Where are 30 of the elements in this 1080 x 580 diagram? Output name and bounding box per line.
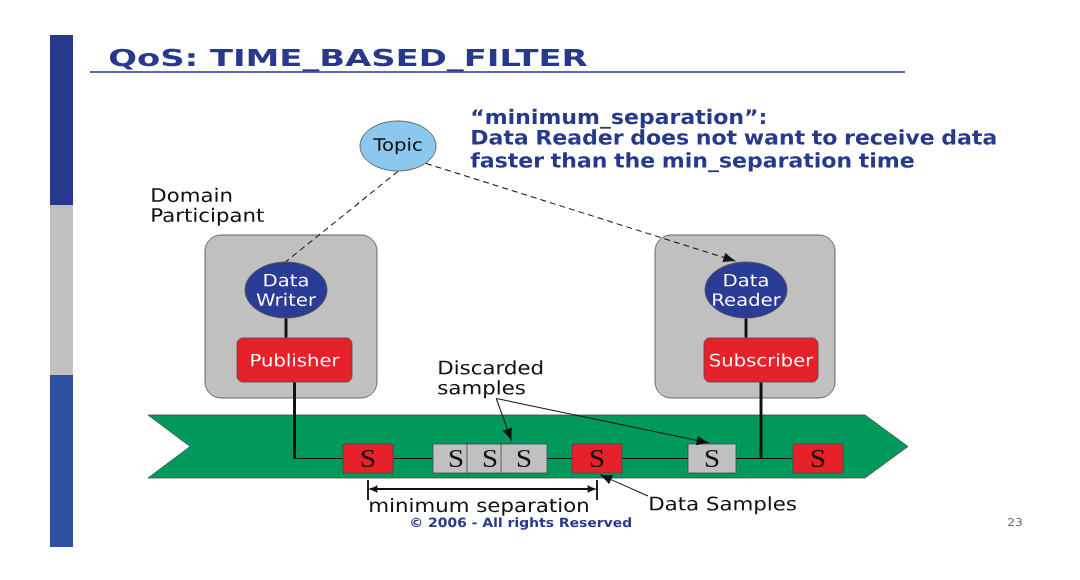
connector-line bbox=[293, 382, 296, 459]
note-heading: “minimum_separation”: bbox=[472, 108, 765, 129]
timeline-segment bbox=[621, 458, 689, 459]
callout-text: Data Samples bbox=[650, 496, 796, 515]
timeline-segment bbox=[392, 458, 434, 459]
publisher-box: Publisher bbox=[236, 337, 353, 383]
sample-box: S bbox=[571, 443, 623, 474]
dimension-label: minimum separation bbox=[370, 497, 588, 516]
slide-title: QoS: TIME_BASED_FILTER bbox=[109, 48, 587, 72]
subscriber-box: Subscriber bbox=[703, 337, 819, 383]
dashed-connector bbox=[285, 170, 399, 263]
copyright-notice: © 2006 - All rights Reserved bbox=[411, 517, 631, 530]
dashed-arrow bbox=[425, 162, 736, 263]
note-text: Data Reader does not want to receive data faster than the min_separation time bbox=[470, 129, 996, 173]
box-heading: Domain Participant bbox=[152, 187, 264, 226]
sample-box: S bbox=[342, 443, 394, 474]
sample-box: S bbox=[687, 443, 737, 474]
sample-box: S bbox=[792, 443, 844, 474]
connector-line bbox=[284, 318, 288, 338]
callout-text: Discarded samples bbox=[438, 360, 543, 399]
timeline-segment bbox=[546, 458, 573, 459]
leader-line bbox=[495, 397, 709, 446]
sample-box: S bbox=[500, 443, 548, 474]
connector-line bbox=[759, 382, 763, 459]
page-number: 23 bbox=[1008, 518, 1022, 527]
connector-line bbox=[744, 318, 748, 338]
connector-line bbox=[735, 458, 762, 459]
leader-line bbox=[495, 397, 512, 441]
connector-line bbox=[760, 458, 794, 459]
leader-line bbox=[600, 474, 649, 497]
